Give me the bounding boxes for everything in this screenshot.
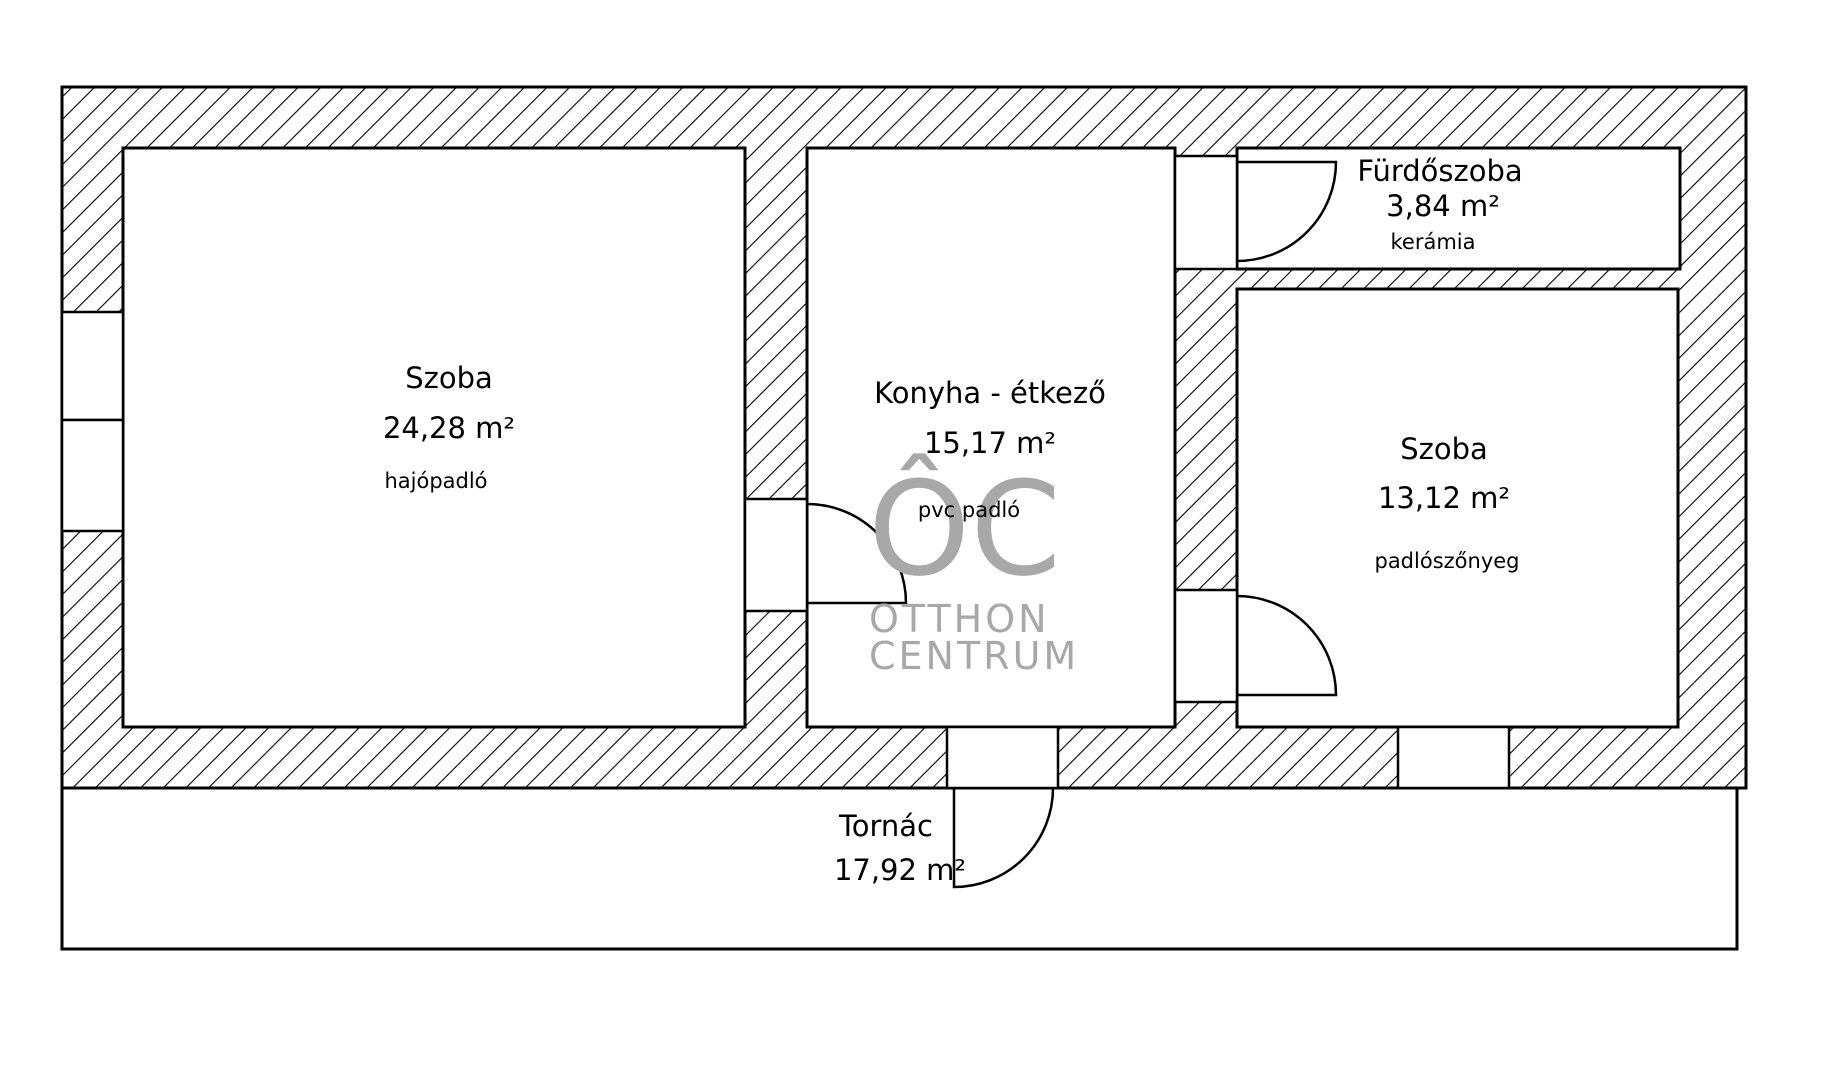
living-room-area: 24,28 m² bbox=[383, 411, 515, 445]
bathroom-name: Fürdőszoba bbox=[1357, 154, 1522, 188]
porch-area: 17,92 m² bbox=[834, 853, 966, 887]
door-swing-living-kitchen bbox=[806, 502, 908, 605]
doorway-living-kitchen bbox=[743, 497, 809, 613]
bathroom-room bbox=[1235, 146, 1682, 271]
bedroom-name: Szoba bbox=[1400, 432, 1488, 466]
door-swing-bathroom bbox=[1236, 160, 1338, 263]
watermark-line2: CENTRUM bbox=[869, 634, 1079, 678]
bedroom-room bbox=[1235, 287, 1680, 729]
window-bedroom bbox=[1396, 725, 1511, 790]
kitchen-name: Konyha - étkező bbox=[874, 376, 1106, 410]
doorway-kitchen-bathroom bbox=[1173, 154, 1239, 271]
living-room-name: Szoba bbox=[405, 361, 493, 395]
window-left-2 bbox=[60, 418, 125, 533]
bathroom-floor: kerámia bbox=[1391, 230, 1476, 254]
bathroom-area: 3,84 m² bbox=[1386, 189, 1500, 223]
doorway-kitchen-bedroom bbox=[1173, 588, 1239, 704]
kitchen-room bbox=[805, 146, 1177, 729]
bedroom-floor: padlószőnyeg bbox=[1374, 549, 1519, 573]
porch-name: Tornác bbox=[838, 809, 933, 843]
porch-area bbox=[60, 786, 1739, 951]
watermark-monogram: ÔC bbox=[868, 453, 1061, 605]
kitchen-floor: pvc padló bbox=[918, 498, 1020, 522]
kitchen-area: 15,17 m² bbox=[924, 426, 1056, 460]
window-left-1 bbox=[60, 310, 125, 422]
watermark: ÔC OTTHON CENTRUM bbox=[868, 453, 1079, 678]
door-swing-entry bbox=[952, 787, 1055, 889]
living-room-floor: hajópadló bbox=[384, 469, 487, 493]
watermark-line1: OTTHON bbox=[869, 597, 1050, 641]
door-swing-bedroom bbox=[1236, 594, 1338, 697]
doorway-entry bbox=[945, 725, 1060, 790]
living-room bbox=[121, 146, 747, 729]
bedroom-area: 13,12 m² bbox=[1378, 481, 1510, 515]
